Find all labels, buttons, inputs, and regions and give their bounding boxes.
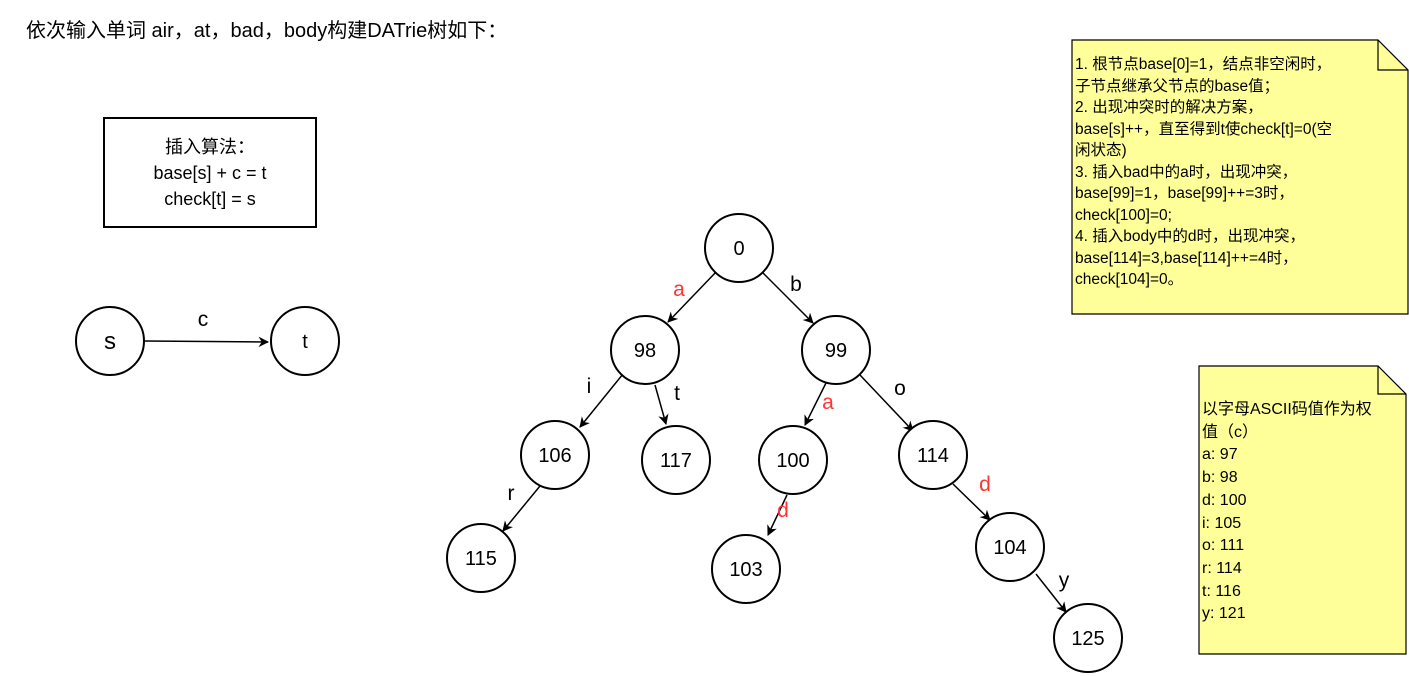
note-line: 1. 根节点base[0]=1，结点非空闲时，	[1075, 56, 1332, 73]
node-115	[446, 523, 516, 593]
edge-label-0-99: b	[790, 273, 802, 296]
node-100	[758, 425, 828, 495]
algorithm-formula-2: check[t] = s	[164, 188, 256, 209]
node-98-label: 98	[634, 340, 656, 362]
edge-100-103	[767, 494, 788, 536]
note-line: y: 121	[1202, 605, 1246, 623]
edge-0-99	[761, 271, 814, 324]
note-ascii-shape	[1198, 365, 1407, 655]
note-line: a: 97	[1202, 446, 1238, 464]
note-line: 4. 插入body中的d时，出现冲突，	[1075, 228, 1305, 245]
node-104-label: 104	[993, 537, 1026, 559]
note-line: 2. 出现冲突时的解决方案，	[1075, 99, 1263, 116]
edge-104-125	[1035, 573, 1067, 613]
node-100-label: 100	[776, 450, 809, 472]
node-125-label: 125	[1071, 628, 1104, 650]
example-edge-label: c	[198, 308, 209, 331]
note-line: check[104]=0。	[1075, 271, 1184, 288]
node-106	[520, 420, 590, 490]
edge-label-99-114: o	[894, 377, 906, 400]
node-103	[711, 534, 781, 604]
note-line: base[99]=1，base[99]++=3时，	[1075, 185, 1294, 202]
note-line: d: 100	[1202, 491, 1247, 509]
node-99	[801, 315, 871, 385]
example-node-s-label: s	[104, 328, 116, 355]
node-104	[975, 512, 1045, 582]
note-line: b: 98	[1202, 469, 1238, 487]
node-117-label: 117	[660, 450, 692, 472]
note-line: 闲状态)	[1075, 142, 1127, 159]
edge-0-98	[667, 270, 718, 323]
node-99-label: 99	[825, 340, 847, 362]
example-node-t-label: t	[302, 331, 308, 353]
node-114-label: 114	[917, 445, 949, 467]
node-0-label: 0	[733, 238, 744, 260]
edge-106-115	[502, 485, 541, 532]
node-114	[898, 420, 968, 490]
node-106-label: 106	[538, 445, 571, 467]
node-117	[641, 425, 711, 495]
ascii-weight-note: 以字母ASCII码值作为权 值（c） a: 97 b: 98 d: 100 i:…	[1202, 399, 1372, 626]
note-line: i: 105	[1202, 514, 1242, 532]
example-node-s	[75, 306, 145, 376]
note-line: 子节点继承父节点的base值；	[1075, 77, 1280, 95]
note-ascii-fold	[1377, 366, 1406, 395]
edge-label-98-106: i	[587, 375, 592, 398]
node-115-label: 115	[465, 548, 497, 570]
note-conflicts-fold	[1377, 40, 1408, 71]
node-103-label: 103	[729, 559, 762, 581]
note-line: r: 114	[1202, 559, 1242, 577]
edge-label-100-103: d	[777, 499, 789, 522]
node-98	[610, 315, 680, 385]
edge-98-106	[579, 373, 624, 428]
edge-98-117	[654, 384, 669, 426]
note-line: t: 116	[1202, 582, 1241, 600]
note-line: 3. 插入bad中的a时，出现冲突，	[1075, 163, 1298, 181]
example-edge	[144, 336, 270, 348]
note-line: 值（c）	[1202, 423, 1259, 441]
node-125	[1053, 603, 1123, 673]
edge-label-104-125: y	[1059, 569, 1070, 592]
page-title: 依次输入单词 air，at，bad，body构建DATrie树如下：	[26, 20, 508, 42]
note-line: o: 111	[1202, 537, 1245, 555]
conflict-resolution-note: 1. 根节点base[0]=1，结点非空闲时， 子节点继承父节点的base值； …	[1075, 54, 1332, 291]
note-line: 以字母ASCII码值作为权	[1202, 401, 1372, 418]
note-conflicts-shape	[1071, 39, 1409, 315]
edge-99-100	[804, 382, 827, 426]
insert-algorithm-box: 插入算法： base[s] + c = t check[t] = s	[103, 117, 317, 228]
note-line: check[100]=0;	[1075, 206, 1172, 224]
algorithm-title: 插入算法：	[165, 136, 255, 157]
edge-label-106-115: r	[508, 482, 515, 505]
example-node-t	[270, 306, 340, 376]
note-line: base[s]++，直至得到t使check[t]=0(空	[1075, 120, 1333, 138]
edge-label-114-104: d	[979, 473, 991, 496]
edge-114-104	[952, 483, 991, 521]
note-line: base[114]=3,base[114]++=4时，	[1075, 249, 1298, 267]
edge-99-114	[859, 374, 914, 432]
node-0	[704, 213, 774, 283]
edge-label-99-100: a	[822, 391, 834, 414]
edge-label-98-117: t	[674, 382, 680, 405]
algorithm-formula-1: base[s] + c = t	[153, 162, 267, 183]
edge-label-0-98: a	[673, 278, 685, 301]
